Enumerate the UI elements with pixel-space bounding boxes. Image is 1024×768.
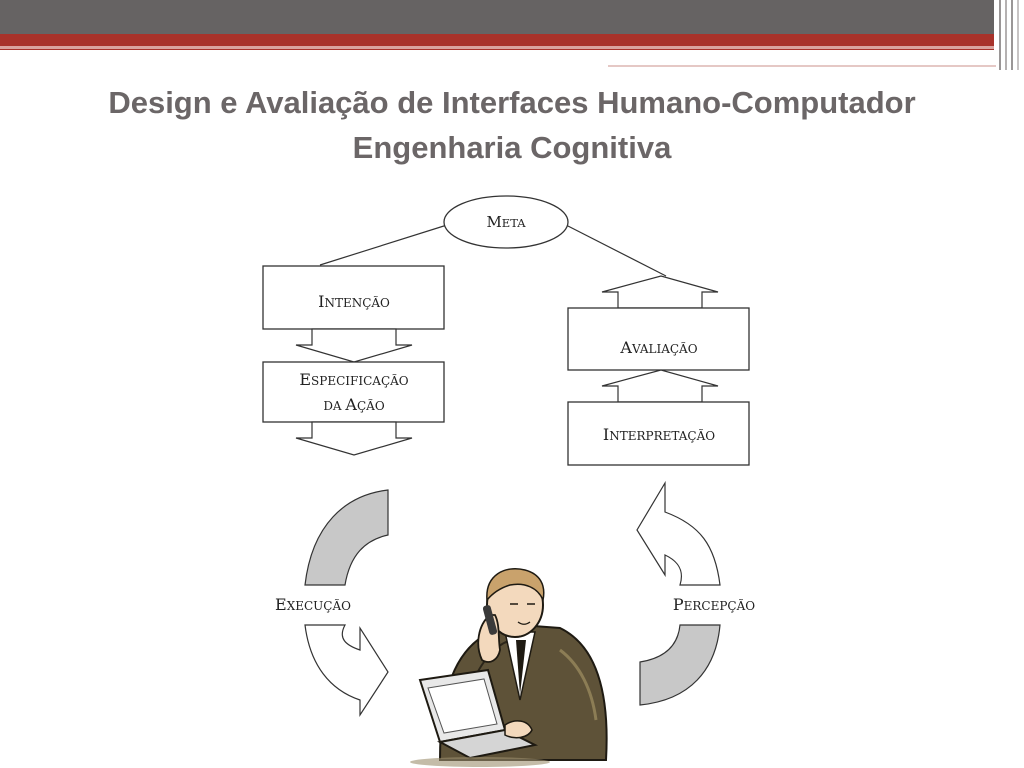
meta-connector-right xyxy=(565,224,667,277)
arrow-up-1 xyxy=(601,275,719,309)
slide-title: Design e Avaliação de Interfaces Humano-… xyxy=(0,80,1024,170)
execucao-arc-bottom xyxy=(304,624,389,718)
execucao-label: EXECUÇÃO xyxy=(275,595,351,614)
corner-decoration xyxy=(994,0,1024,70)
especificacao-label-2: DA AÇÃO xyxy=(323,395,385,414)
interpretacao-box xyxy=(567,401,750,466)
title-line-1: Design e Avaliação de Interfaces Humano-… xyxy=(108,85,916,120)
meta-label: META xyxy=(486,213,526,231)
percepcao-arc-bottom xyxy=(639,624,721,706)
meta-ellipse xyxy=(443,195,569,249)
header-swoosh xyxy=(608,52,996,67)
title-line-2: Engenharia Cognitiva xyxy=(352,130,672,165)
avaliacao-box xyxy=(567,307,750,371)
header-accent-highlight xyxy=(0,46,1000,49)
percepcao-label: PERCEPÇÃO xyxy=(673,595,755,614)
especificacao-label-1: ESPECIFICAÇÃO xyxy=(299,370,408,389)
avaliacao-label: AVALIAÇÃO xyxy=(619,338,697,357)
execucao-arc-top xyxy=(304,489,389,586)
businessman-icon xyxy=(410,568,608,767)
arrow-down-1 xyxy=(295,328,413,363)
intencao-box xyxy=(262,265,445,330)
arrow-down-2 xyxy=(295,421,413,456)
interpretacao-label: INTERPRETAÇÃO xyxy=(603,425,715,444)
percepcao-arc-top xyxy=(636,480,721,586)
intencao-label: INTENÇÃO xyxy=(318,292,390,311)
especificacao-box xyxy=(262,361,445,423)
meta-connector-left xyxy=(319,224,448,266)
header-bar xyxy=(0,0,1024,34)
arrow-up-2 xyxy=(601,369,719,403)
